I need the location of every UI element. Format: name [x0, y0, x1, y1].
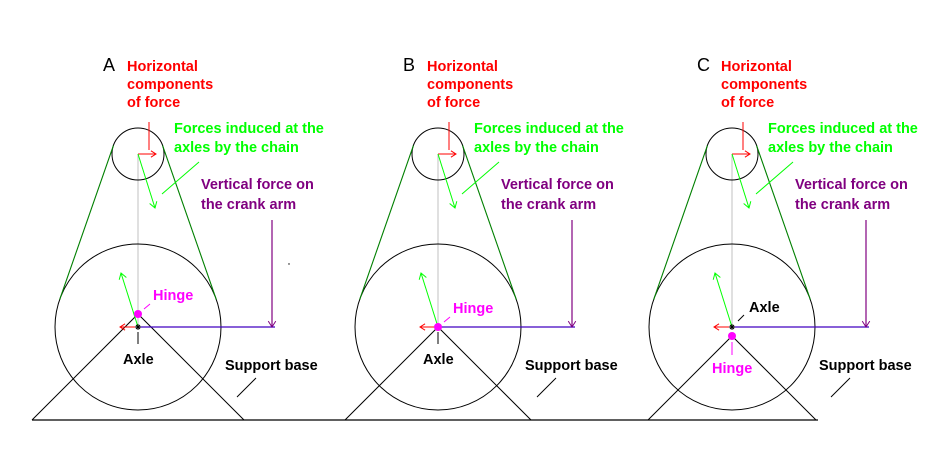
chain-forces-label: axles by the chain	[768, 140, 893, 156]
chain-line	[462, 145, 517, 300]
hinge-label: Hinge	[712, 361, 752, 377]
arrowhead	[449, 201, 458, 209]
chain-line	[756, 145, 811, 300]
horizontal-components-label: Horizontal	[427, 59, 498, 75]
hinge-label: Hinge	[453, 301, 493, 317]
support-base-label: Support base	[525, 358, 618, 374]
support-base-leader	[536, 377, 557, 398]
axle-label: Axle	[749, 300, 780, 316]
support-base-leader	[830, 377, 851, 398]
chain-force-leader	[161, 161, 200, 195]
horizontal-components-label: components	[721, 77, 807, 93]
vertical-force-label: the crank arm	[795, 197, 890, 213]
arrowhead	[743, 201, 752, 209]
vertical-force-label: the crank arm	[201, 197, 296, 213]
horizontal-components-label: components	[427, 77, 513, 93]
horizontal-components-label: of force	[127, 95, 180, 111]
axle-leader	[737, 314, 745, 322]
chain-forces-label: Forces induced at the	[768, 121, 918, 137]
stray-dot	[288, 263, 290, 265]
axle-mark	[729, 324, 735, 330]
chain-forces-label: Forces induced at the	[474, 121, 624, 137]
sprocket-circle	[111, 127, 165, 181]
horizontal-components-label: of force	[427, 95, 480, 111]
horizontal-components-label: Horizontal	[127, 59, 198, 75]
support-base-leader	[236, 377, 257, 398]
axle-label: Axle	[123, 352, 154, 368]
vertical-force-label: Vertical force on	[795, 177, 908, 193]
arrowhead	[118, 272, 127, 280]
support-base-label: Support base	[819, 358, 912, 374]
arrowhead	[567, 320, 577, 328]
arrowhead	[119, 323, 126, 331]
chain-line	[162, 145, 217, 300]
chain-force-arrow-bottom	[714, 272, 733, 328]
hinge-dot	[728, 332, 736, 340]
chain-forces-label: axles by the chain	[474, 140, 599, 156]
axle-mark	[135, 324, 141, 330]
arrowhead	[419, 323, 426, 331]
horizontal-components-label: components	[127, 77, 213, 93]
vertical-force-label: the crank arm	[501, 197, 596, 213]
hinge-leader	[143, 303, 151, 310]
chain-force-arrow-bottom	[120, 272, 139, 328]
chain-force-arrow-top	[437, 153, 456, 209]
vertical-force-label: Vertical force on	[501, 177, 614, 193]
hinge-dot	[434, 323, 442, 331]
chain-force-arrow-bottom	[420, 272, 439, 328]
arrowhead	[861, 320, 871, 328]
arrowhead	[149, 201, 158, 209]
chain-force-arrow-top	[137, 153, 156, 209]
panel-letter: B	[403, 55, 415, 75]
hinge-label: Hinge	[153, 288, 193, 304]
chain-line	[359, 145, 414, 300]
horizontal-components-label: Horizontal	[721, 59, 792, 75]
arrowhead	[267, 320, 277, 328]
hinge-dot	[134, 310, 142, 318]
axle-label: Axle	[423, 352, 454, 368]
arrowhead	[712, 272, 721, 280]
panel-letter: C	[697, 55, 710, 75]
panel-letter: A	[103, 55, 115, 75]
arrowhead	[150, 150, 157, 158]
arrowhead	[744, 150, 751, 158]
sprocket-circle	[411, 127, 465, 181]
chain-line	[59, 145, 114, 300]
chain-force-arrow-top	[731, 153, 750, 209]
chain-line	[653, 145, 708, 300]
support-base-label: Support base	[225, 358, 318, 374]
sprocket-circle	[705, 127, 759, 181]
vertical-force-label: Vertical force on	[201, 177, 314, 193]
arrowhead	[713, 323, 720, 331]
chain-forces-label: Forces induced at the	[174, 121, 324, 137]
arrowhead	[418, 272, 427, 280]
arrowhead	[450, 150, 457, 158]
horizontal-components-label: of force	[721, 95, 774, 111]
chain-forces-label: axles by the chain	[174, 140, 299, 156]
chain-force-leader	[461, 161, 500, 195]
hinge-leader	[443, 316, 451, 323]
chain-force-leader	[755, 161, 794, 195]
